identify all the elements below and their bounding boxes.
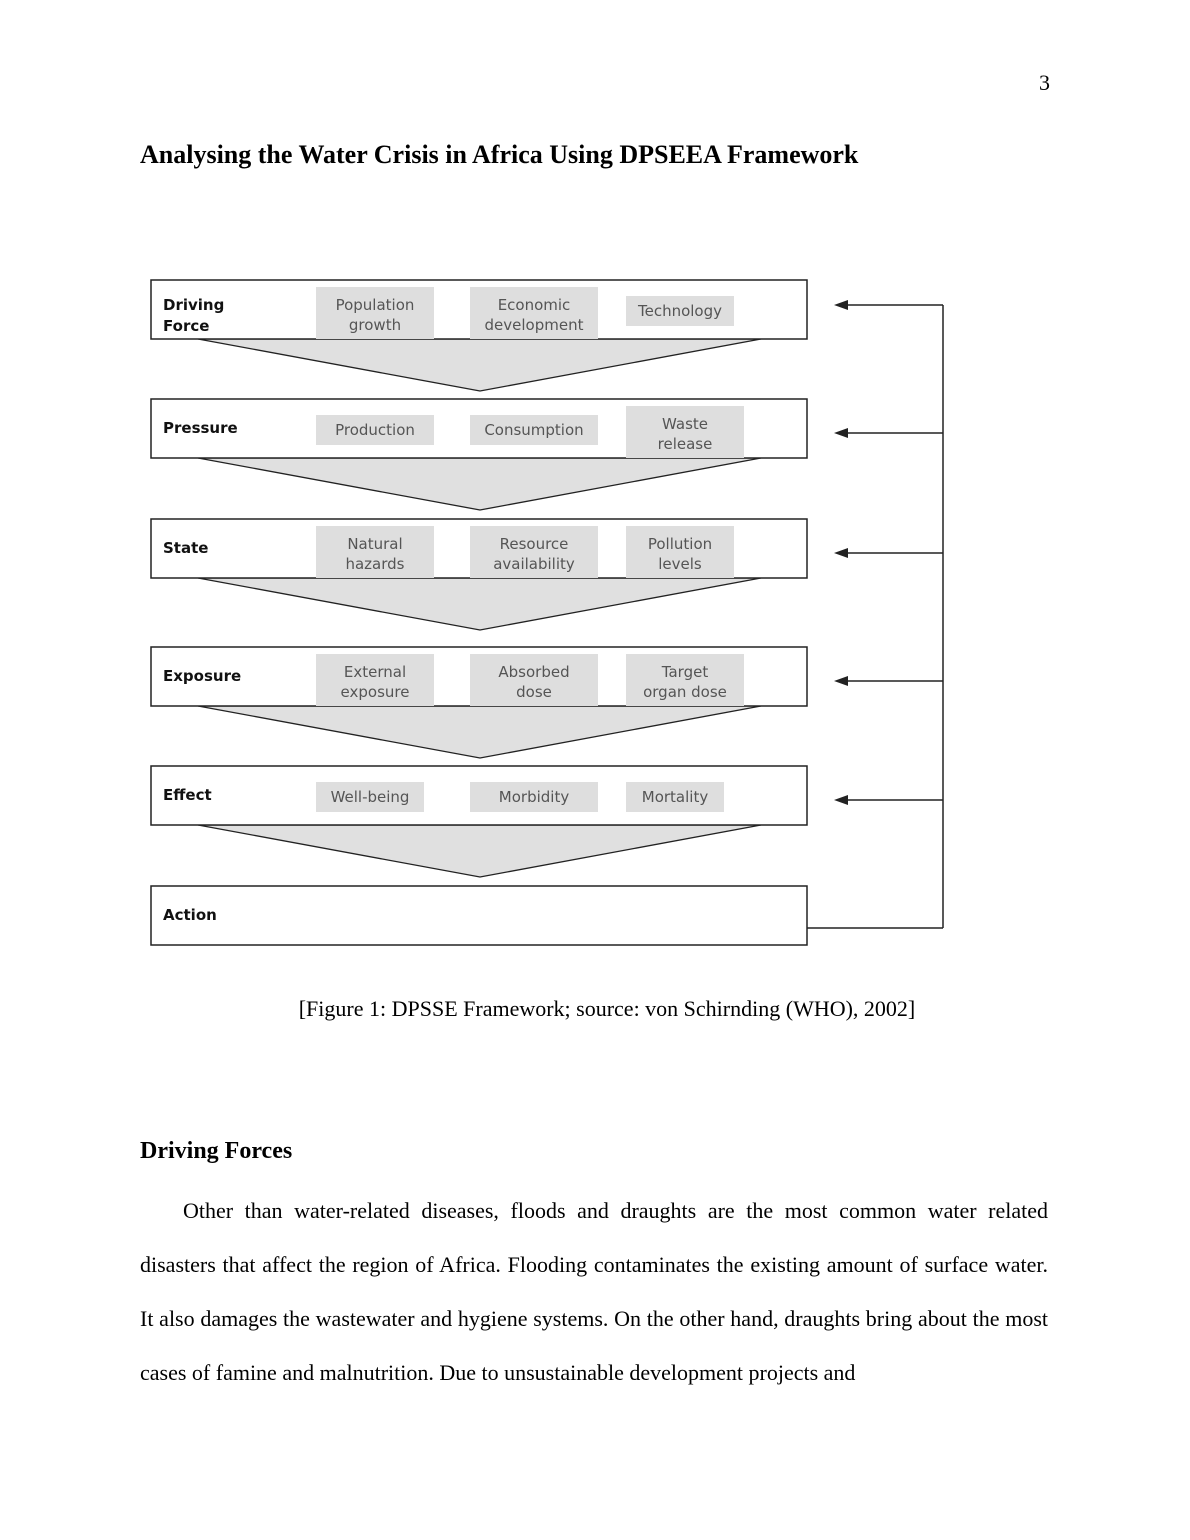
level-label: Effect	[163, 786, 212, 804]
item-box	[316, 526, 434, 578]
funnel-arrow	[197, 705, 762, 759]
feedback-arrowhead	[834, 676, 848, 686]
item-box	[626, 654, 744, 706]
item-label: Well-being	[331, 788, 410, 806]
section-heading: Driving Forces	[140, 1138, 293, 1164]
funnel-arrow	[197, 577, 762, 631]
item-box	[470, 526, 598, 578]
item-box	[470, 782, 598, 812]
level-label: Pressure	[163, 419, 238, 437]
item-box	[316, 287, 434, 339]
item-box	[470, 415, 598, 445]
item-label: Mortality	[642, 788, 709, 806]
item-box	[626, 406, 744, 458]
item-box	[316, 654, 434, 706]
item-box	[626, 526, 734, 578]
feedback-arrowhead	[834, 548, 848, 558]
body-paragraph: Other than water-related diseases, flood…	[140, 1198, 1048, 1385]
item-box	[470, 654, 598, 706]
item-label: Production	[335, 421, 415, 439]
feedback-arrowhead	[834, 428, 848, 438]
funnel-arrow	[197, 457, 762, 511]
item-box	[626, 782, 724, 812]
funnel-arrow	[197, 338, 762, 392]
level-label: Action	[163, 906, 217, 924]
level-box-action	[150, 885, 808, 946]
funnel-arrow	[197, 824, 762, 878]
item-box	[316, 782, 424, 812]
level-label: Exposure	[163, 667, 241, 685]
item-box	[626, 296, 734, 326]
figure-caption: [Figure 1: DPSSE Framework; source: von …	[298, 996, 916, 1021]
page-number: 3	[1039, 70, 1050, 95]
item-label: Consumption	[484, 421, 583, 439]
item-label: Morbidity	[499, 788, 570, 806]
item-box	[316, 415, 434, 445]
item-box	[470, 287, 598, 339]
level-label: State	[163, 539, 208, 557]
feedback-arrowhead	[834, 300, 848, 310]
item-label: Technology	[637, 302, 722, 320]
feedback-arrowhead	[834, 795, 848, 805]
document-title: Analysing the Water Crisis in Africa Usi…	[140, 140, 859, 169]
